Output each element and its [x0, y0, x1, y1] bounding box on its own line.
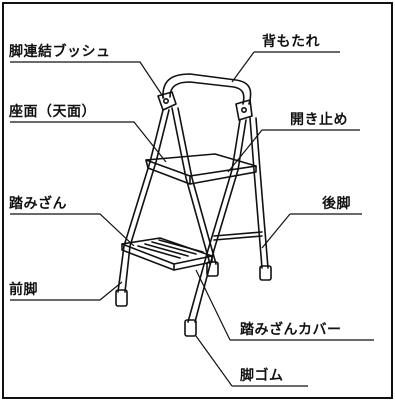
foot-front-left	[115, 289, 128, 307]
leader-rear-leg	[261, 213, 362, 249]
front-leg-right	[187, 119, 241, 323]
leader-backrest	[231, 51, 340, 83]
label-leg-rubber: 脚ゴム	[240, 368, 284, 384]
foot-rear-right	[259, 265, 272, 281]
label-step: 踏みざん	[9, 196, 67, 212]
label-backrest: 背もたれ	[262, 34, 320, 50]
backrest-inner	[169, 81, 245, 105]
leader-leg-bushing	[10, 61, 165, 99]
leader-seat	[10, 121, 167, 163]
front-leg-left	[117, 109, 164, 293]
rear-leg-left	[171, 107, 211, 265]
label-open-stopper: 開き止め	[290, 112, 348, 128]
label-rear-leg: 後脚	[322, 196, 351, 212]
foot-front-right	[184, 319, 197, 337]
open-stopper-brace	[213, 231, 263, 237]
label-seat: 座面（天面）	[9, 104, 96, 120]
foot-rear-left	[206, 261, 219, 277]
leader-open-stopper	[227, 129, 360, 173]
leader-step	[10, 213, 135, 247]
leader-front-leg	[10, 281, 123, 301]
frame-border	[2, 2, 393, 399]
label-leg-bushing: 脚連結ブッシュ	[9, 44, 111, 60]
label-front-leg: 前脚	[9, 282, 38, 298]
leader-step-cover	[195, 269, 374, 341]
right-bushing	[235, 99, 253, 121]
leader-leg-rubber	[195, 335, 308, 387]
left-bushing	[157, 91, 177, 111]
rear-leg-right	[249, 117, 263, 269]
label-step-cover: 踏みざんカバー	[240, 322, 342, 338]
backrest-shape	[162, 73, 252, 105]
